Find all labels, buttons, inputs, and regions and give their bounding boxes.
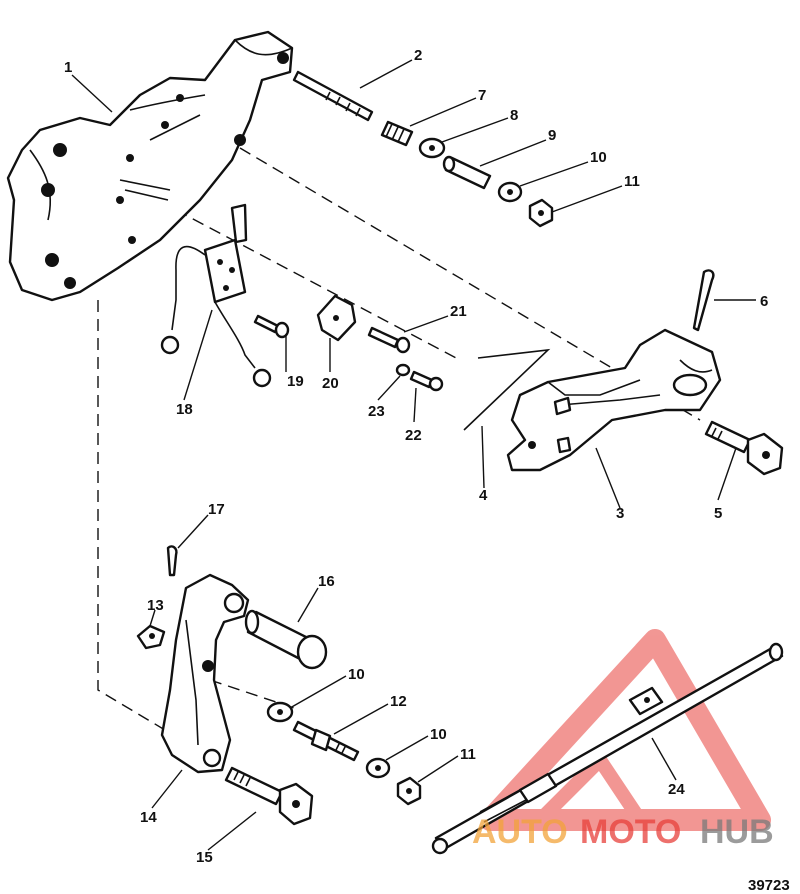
leader-lines [71, 59, 756, 851]
watermark-logo [479, 629, 771, 831]
part-17-cotter-pin [166, 545, 178, 577]
label-10-upper: 10 [590, 149, 607, 166]
label-2: 2 [414, 47, 422, 64]
watermark-text-hub: HUB [700, 813, 774, 851]
part-14-lower-lever [160, 573, 250, 774]
label-9: 9 [548, 127, 556, 144]
part-10-washer-upper [497, 181, 523, 203]
label-19: 19 [287, 373, 304, 390]
part-1-mounting-bracket [6, 30, 294, 302]
part-labels: 1 2 3 4 5 6 7 8 9 10 11 10 10 11 12 13 1… [64, 47, 790, 894]
label-5: 5 [714, 505, 722, 522]
part-8-washer [418, 137, 446, 159]
watermark-text: AUTO MOTO HUB [472, 813, 774, 851]
label-23: 23 [368, 403, 385, 420]
part-7-spring [380, 120, 414, 147]
part-6-cotter-pin [692, 269, 715, 332]
part-4-shift-rod [463, 348, 551, 431]
label-13: 13 [147, 597, 164, 614]
label-10-lower: 10 [430, 726, 447, 743]
label-1: 1 [64, 59, 72, 76]
part-11-nut-upper [528, 198, 554, 228]
label-8: 8 [510, 107, 518, 124]
part-23-lockwasher [395, 363, 411, 377]
watermark-text-auto: AUTO [472, 813, 568, 851]
part-10-washer-lower [365, 757, 391, 779]
label-3: 3 [616, 505, 624, 522]
part-12-stud [292, 720, 360, 762]
part-19-screw [253, 314, 290, 339]
part-20-clip [316, 294, 357, 342]
label-22: 22 [405, 427, 422, 444]
watermark-text-moto: MOTO [580, 813, 681, 851]
part-22-screw [409, 370, 444, 392]
label-18: 18 [176, 401, 193, 418]
label-11-lower: 11 [460, 746, 476, 763]
part-15-shoulder-bolt [224, 766, 314, 826]
part-24-shift-cable [431, 642, 784, 855]
part-5-shoulder-bolt [704, 420, 784, 476]
label-7: 7 [478, 87, 486, 104]
part-9-pin [442, 155, 492, 190]
part-21-screw [367, 326, 411, 354]
label-15: 15 [196, 849, 213, 866]
part-13-flange [136, 624, 166, 650]
label-10-middle: 10 [348, 666, 365, 683]
label-16: 16 [318, 573, 335, 590]
label-17: 17 [208, 501, 225, 518]
part-11-nut-lower [396, 776, 422, 806]
label-24: 24 [668, 781, 685, 798]
label-11-upper: 11 [624, 173, 640, 190]
part-10-washer-middle [266, 701, 294, 723]
label-6: 6 [760, 293, 768, 310]
part-2-bolt [292, 70, 374, 122]
part-3-shift-lever [506, 328, 722, 472]
label-14: 14 [140, 809, 157, 826]
label-4: 4 [479, 487, 488, 504]
part-18-switch-assembly [160, 203, 272, 388]
label-12: 12 [390, 693, 407, 710]
figure-number: 39723 [748, 877, 790, 894]
part-16-pin [244, 609, 328, 670]
label-21: 21 [450, 303, 467, 320]
label-20: 20 [322, 375, 339, 392]
